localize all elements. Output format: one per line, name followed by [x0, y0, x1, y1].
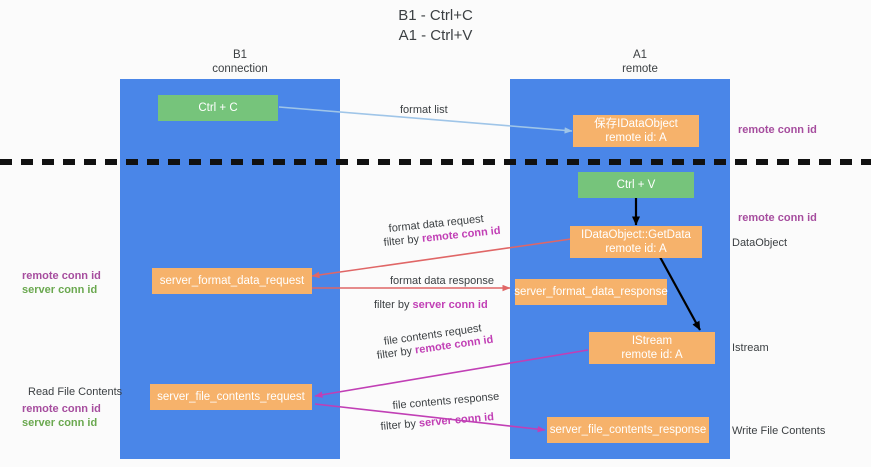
node-save-idataobject-line2: remote id: A [605, 132, 667, 144]
lane-header-a1-subtitle: remote [622, 63, 658, 75]
title-line-1: B1 - Ctrl+C [398, 7, 473, 24]
node-server-format-data-response-label: server_format_data_response [514, 286, 668, 298]
filter-prefix-4: filter by [380, 417, 420, 433]
diagram-title: B1 - Ctrl+C A1 - Ctrl+V [0, 6, 871, 46]
edge-label-format-data-response-filter: filter by server conn id [374, 298, 488, 312]
lane-header-a1-name: A1 [632, 49, 648, 61]
filter-prefix-1: filter by [383, 232, 423, 249]
node-server-format-data-response[interactable]: server_format_data_response [514, 279, 668, 305]
node-save-idataobject[interactable]: 保存IDataObject remote id: A [573, 115, 699, 147]
node-server-file-contents-request[interactable]: server_file_contents_request [150, 384, 312, 410]
node-ctrl-v-label: Ctrl + V [616, 179, 656, 191]
node-ctrl-v[interactable]: Ctrl + V [578, 172, 694, 198]
annotation-right-istream: Istream [732, 342, 769, 354]
node-server-file-contents-request-label: server_file_contents_request [157, 391, 305, 403]
annotation-right-remote-conn-id-mid: remote conn id [738, 212, 817, 224]
edge-label-format-data-response: format data response [390, 275, 494, 287]
annotation-left-read-file-contents: Read File Contents [28, 386, 123, 398]
filter-key-server-conn-id-2: server conn id [418, 411, 495, 430]
annotation-right-write-file-contents: Write File Contents [732, 425, 826, 437]
node-server-format-data-request[interactable]: server_format_data_request [152, 268, 312, 294]
edge-label-file-contents-response-filter: filter by server conn id [380, 410, 495, 434]
edge-label-format-list: format list [400, 104, 448, 116]
node-idataobject-getdata-line1: IDataObject::GetData [581, 229, 691, 241]
lane-header-b1: B1 connection [140, 48, 340, 76]
node-server-file-contents-response-label: server_file_contents_response [549, 424, 707, 436]
filter-prefix-3: filter by [376, 344, 416, 362]
filter-key-server-conn-id-1: server conn id [412, 299, 488, 311]
annotation-right-dataobject: DataObject [732, 237, 788, 249]
annotation-left-remote-conn-id: remote conn id [22, 270, 101, 282]
lane-header-b1-subtitle: connection [212, 63, 268, 75]
edge-label-file-contents-response: file contents response [392, 390, 500, 412]
node-ctrl-c[interactable]: Ctrl + C [158, 95, 278, 121]
title-line-2: A1 - Ctrl+V [398, 27, 473, 44]
annotation-right-remote-conn-id-top: remote conn id [738, 124, 817, 136]
filter-prefix-2: filter by [374, 299, 413, 311]
node-save-idataobject-line1: 保存IDataObject [594, 118, 678, 130]
node-istream-line2: remote id: A [621, 349, 683, 361]
node-server-file-contents-response[interactable]: server_file_contents_response [547, 417, 709, 443]
node-istream[interactable]: IStream remote id: A [589, 332, 715, 364]
annotation-left-server-conn-id: server conn id [22, 284, 98, 296]
node-ctrl-c-label: Ctrl + C [198, 102, 238, 114]
annotation-left-remote-conn-id-2: remote conn id [22, 403, 101, 415]
node-idataobject-getdata-line2: remote id: A [605, 243, 667, 255]
node-idataobject-getdata[interactable]: IDataObject::GetData remote id: A [570, 226, 702, 258]
node-istream-line1: IStream [631, 335, 673, 347]
node-server-format-data-request-label: server_format_data_request [159, 275, 305, 287]
lane-header-a1: A1 remote [540, 48, 740, 76]
annotation-left-server-conn-id-2: server conn id [22, 417, 98, 429]
lane-header-b1-name: B1 [232, 49, 248, 61]
